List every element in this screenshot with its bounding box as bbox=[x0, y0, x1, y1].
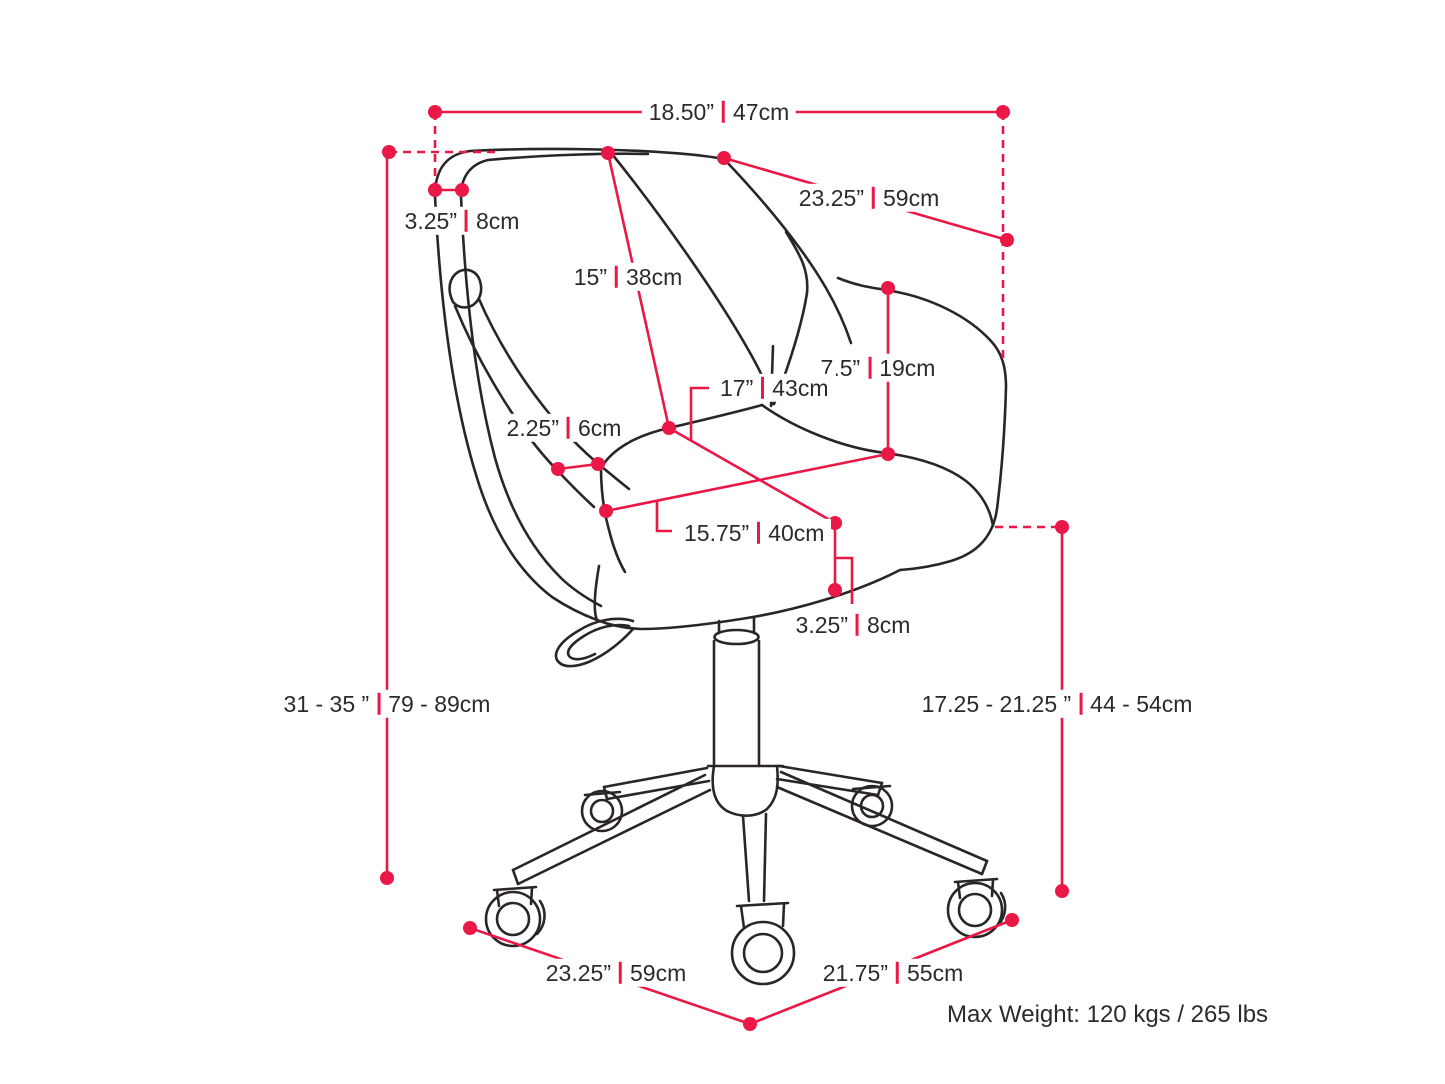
overall-depth-cm: 59cm bbox=[882, 184, 940, 211]
seat-width-inches: 15.75” bbox=[684, 519, 750, 546]
arm-height-cm: 19cm bbox=[879, 354, 936, 381]
dim-label-base-width: 23.25” 59cm bbox=[538, 958, 694, 988]
inch-cm-separator bbox=[566, 417, 570, 439]
inch-cm-separator bbox=[464, 210, 468, 232]
dimension-dots bbox=[380, 105, 1069, 1031]
seat-height-inches: 17.25 - 21.25 ” bbox=[921, 690, 1072, 717]
arm-thickness-inches: 2.25” bbox=[506, 414, 559, 441]
dim-label-seat-depth: 17” 43cm bbox=[713, 373, 836, 403]
seat-depth-cm: 43cm bbox=[772, 374, 829, 401]
base-depth-cm: 55cm bbox=[906, 959, 964, 986]
seat-width-cm: 40cm bbox=[768, 519, 825, 546]
dim-label-back-thickness: 3.25” 8cm bbox=[397, 206, 527, 236]
back-thickness-inches: 3.25” bbox=[404, 207, 457, 234]
base-width-cm: 59cm bbox=[629, 959, 687, 986]
inch-cm-separator bbox=[615, 266, 618, 288]
back-thickness-cm: 8cm bbox=[475, 207, 520, 234]
arm-thickness-cm: 6cm bbox=[577, 414, 622, 441]
inch-cm-separator bbox=[868, 357, 872, 379]
dim-label-seat-height: 17.25 - 21.25 ” 44 - 54cm bbox=[914, 689, 1200, 719]
base-depth-inches: 21.75” bbox=[822, 959, 888, 986]
top-width-inches: 18.50” bbox=[648, 98, 714, 125]
chair-line-art bbox=[433, 147, 1008, 986]
dim-label-arm-thickness: 2.25” 6cm bbox=[499, 413, 629, 443]
top-width-cm: 47cm bbox=[732, 98, 790, 125]
inch-cm-separator bbox=[721, 101, 725, 123]
seat-thickness-inches: 3.25” bbox=[795, 611, 848, 638]
inch-cm-separator bbox=[757, 522, 761, 544]
dim-label-back-height: 15” 38cm bbox=[566, 262, 690, 292]
inch-cm-separator bbox=[377, 693, 381, 715]
seat-height-cm: 44 - 54cm bbox=[1090, 690, 1193, 717]
base-width-inches: 23.25” bbox=[545, 959, 611, 986]
dim-label-overall-depth: 23.25” 59cm bbox=[791, 183, 947, 213]
dim-label-seat-width: 15.75” 40cm bbox=[677, 518, 832, 548]
inch-cm-separator bbox=[1079, 693, 1083, 715]
back-height-cm: 38cm bbox=[626, 263, 683, 290]
back-height-inches: 15” bbox=[573, 263, 607, 290]
dim-label-seat-thickness: 3.25” 8cm bbox=[788, 610, 918, 640]
seat-depth-inches: 17” bbox=[720, 374, 754, 401]
inch-cm-separator bbox=[855, 614, 859, 636]
overall-height-inches: 31 - 35 ” bbox=[283, 690, 370, 717]
seat-thickness-cm: 8cm bbox=[866, 611, 911, 638]
overall-depth-inches: 23.25” bbox=[798, 184, 864, 211]
inch-cm-separator bbox=[871, 187, 875, 209]
inch-cm-separator bbox=[895, 962, 899, 984]
max-weight-note: Max Weight: 120 kgs / 265 lbs bbox=[947, 1001, 1269, 1028]
dim-label-base-depth: 21.75” 55cm bbox=[815, 958, 971, 988]
dim-label-overall-height: 31 - 35 ” 79 - 89cm bbox=[276, 689, 498, 719]
overall-height-cm: 79 - 89cm bbox=[388, 690, 491, 717]
inch-cm-separator bbox=[618, 962, 622, 984]
inch-cm-separator bbox=[761, 377, 765, 399]
dim-label-top-width: 18.50” 47cm bbox=[641, 97, 797, 127]
